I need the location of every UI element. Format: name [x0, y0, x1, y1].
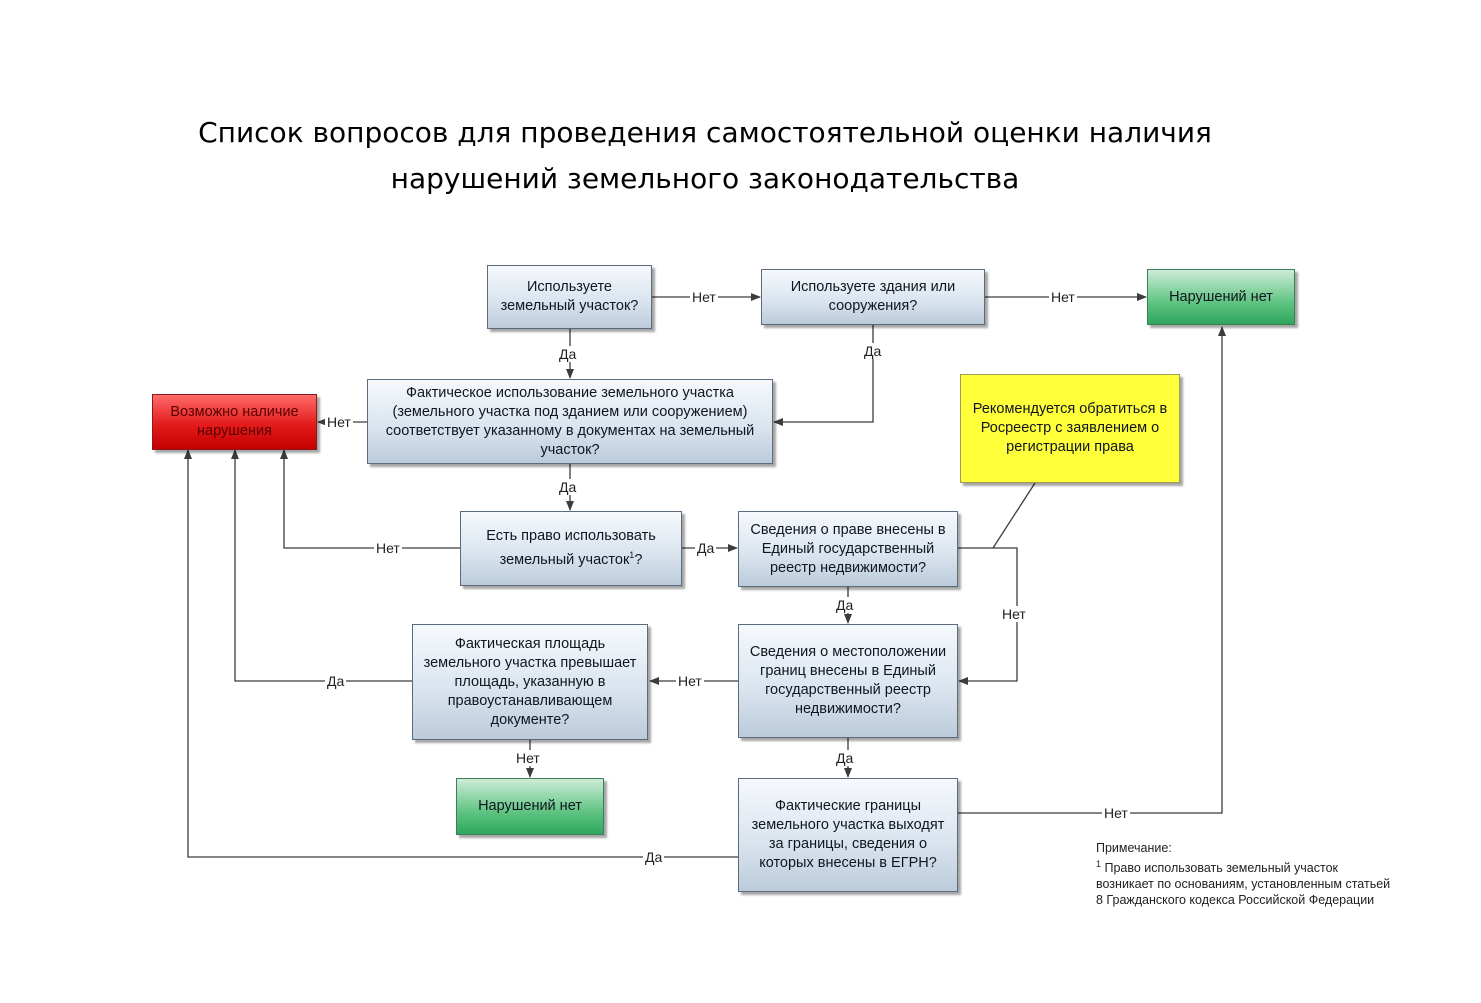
question-area-exceeds: Фактическая площадь земельного участка п…	[412, 624, 648, 740]
footnote-heading: Примечание:	[1096, 841, 1172, 855]
page-title-line2: нарушений земельного законодательства	[390, 162, 1020, 195]
label-area-yes: Да	[325, 673, 347, 689]
footnote-number: 1	[1096, 859, 1102, 869]
label-buildings-no: Нет	[1049, 289, 1077, 305]
label-boundaries-registered-no: Нет	[676, 673, 704, 689]
question-egrn-right: Сведения о праве внесены в Единый госуда…	[738, 511, 958, 587]
question-boundaries-registered: Сведения о местоположении границ внесены…	[738, 624, 958, 738]
label-right-yes: Да	[695, 540, 717, 556]
label-land-no: Нет	[690, 289, 718, 305]
question-right-to-use: Есть право использовать земельный участо…	[460, 511, 682, 586]
edge-hint-callout	[992, 482, 1036, 549]
edge-buildings-yes	[773, 325, 874, 426]
label-boundaries-registered-yes: Да	[834, 750, 856, 766]
label-right-no: Нет	[374, 540, 402, 556]
label-buildings-yes: Да	[862, 343, 884, 359]
result-no-violations-top: Нарушений нет	[1147, 269, 1295, 325]
question-actual-use: Фактическое использование земельного уча…	[367, 379, 773, 464]
edge-area-yes	[231, 449, 412, 682]
label-land-yes: Да	[557, 346, 579, 362]
footnote-text: Право использовать земельный участок воз…	[1096, 861, 1391, 908]
label-egrn-right-no: Нет	[1000, 606, 1028, 622]
footnote: Примечание: 1 Право использовать земельн…	[1096, 840, 1396, 908]
label-area-no: Нет	[514, 750, 542, 766]
hint-rosreestr: Рекомендуется обратиться в Росреестр с з…	[960, 374, 1180, 483]
label-actual-use-yes: Да	[557, 479, 579, 495]
label-egrn-right-yes: Да	[834, 597, 856, 613]
page-title-line1: Список вопросов для проведения самостоят…	[198, 116, 1212, 149]
edge-boundaries-exceed-no	[958, 326, 1226, 814]
edge-boundaries-exceed-yes	[184, 449, 738, 858]
result-no-violations-bottom: Нарушений нет	[456, 778, 604, 835]
question-boundaries-exceed: Фактические границы земельного участка в…	[738, 778, 958, 892]
result-violation-possible: Возможно наличие нарушения	[152, 394, 317, 450]
label-actual-use-no: Нет	[325, 414, 353, 430]
label-boundaries-exceed-yes: Да	[643, 849, 665, 865]
label-boundaries-exceed-no: Нет	[1102, 805, 1130, 821]
question-use-land: Используете земельный участок?	[487, 265, 652, 329]
edge-right-no	[280, 449, 460, 549]
page-title: Список вопросов для проведения самостоят…	[0, 110, 1410, 202]
question-use-buildings: Используете здания или сооружения?	[761, 269, 985, 325]
footnote-marker: 1	[629, 550, 635, 561]
